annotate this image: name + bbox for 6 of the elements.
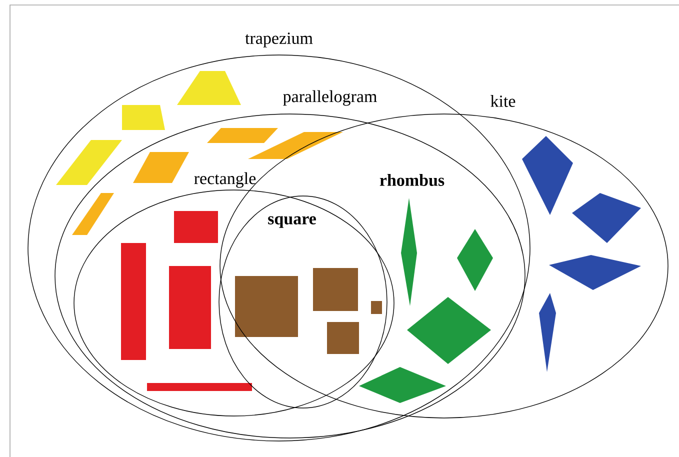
set-label: kite [490,95,516,107]
set-label: rhombus [380,174,444,186]
set-label: parallelogram [283,90,377,106]
set-label: rectangle [194,172,256,188]
set-label: trapezium [245,32,313,48]
set-label: square [268,216,316,228]
